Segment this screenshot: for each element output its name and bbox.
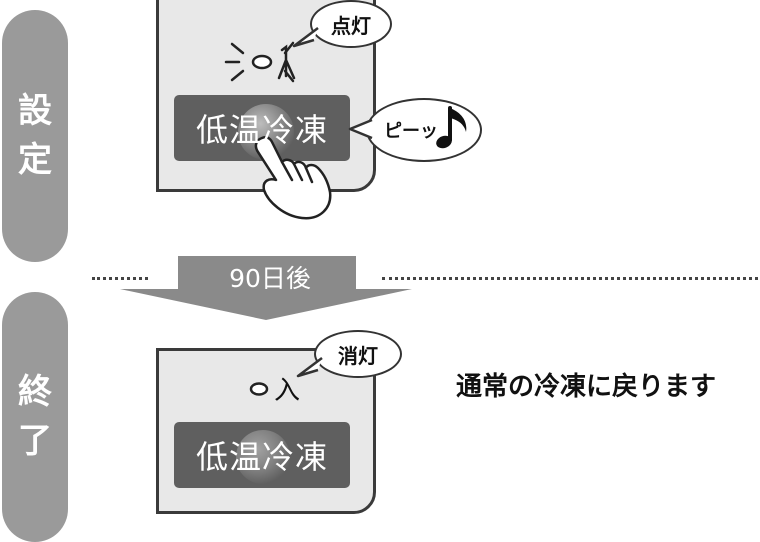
lamp-off-indicator: 入	[248, 370, 300, 407]
down-arrow-icon	[120, 256, 412, 320]
lamp-on-callout-tail	[292, 27, 319, 48]
lamp-off-icon	[249, 381, 269, 396]
music-note-icon	[436, 106, 467, 149]
pressing-hand-icon	[254, 135, 332, 220]
result-text: 通常の冷凍に戻ります	[456, 372, 717, 402]
step-end-char-1: 終	[18, 371, 52, 412]
transition-label: 90日後	[229, 264, 311, 293]
button-highlight-end	[236, 430, 290, 484]
low-temp-freeze-button-end[interactable]: 低温冷凍	[174, 422, 350, 488]
low-temp-freeze-button[interactable]: 低温冷凍	[174, 95, 350, 161]
step-setting-char-2: 定	[18, 140, 52, 180]
beep-callout-tail	[348, 118, 373, 140]
lamp-off-callout: 消灯	[314, 330, 402, 378]
step-setting-char-1: 設	[18, 90, 52, 131]
step-end-char-2: 了	[18, 421, 52, 461]
lamp-lit-icon	[224, 41, 296, 83]
low-temp-freeze-label-end: 低温冷凍	[195, 438, 328, 476]
lamp-on-text: 点灯	[331, 13, 371, 38]
step-setting-label: 設 定	[2, 10, 68, 262]
lamp-label: 入	[274, 376, 301, 406]
beep-text: ピーッ	[384, 121, 438, 142]
lamp-off-text: 消灯	[338, 343, 378, 368]
lamp-off-callout-tail	[296, 357, 323, 378]
dotted-divider-right	[382, 277, 758, 280]
lamp-on-callout: 点灯	[310, 0, 392, 48]
low-temp-freeze-label: 低温冷凍	[195, 111, 328, 149]
step-end-label: 終 了	[2, 292, 68, 542]
dotted-divider-left	[92, 277, 148, 280]
